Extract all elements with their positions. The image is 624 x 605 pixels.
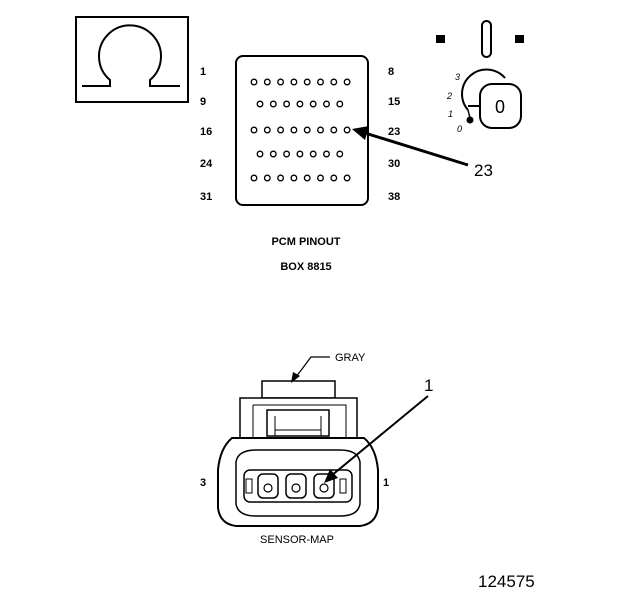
pcm-pin-37: [330, 174, 338, 182]
pcm-pin-grid: [250, 78, 351, 182]
pcm-pin-36: [317, 174, 324, 182]
pcm-pin-2: [263, 78, 271, 86]
pcm-pin-14: [323, 100, 330, 108]
pcm-pin-23: [343, 126, 351, 134]
pcm-pin-9: [256, 100, 264, 108]
pcm-pin-28: [309, 150, 317, 158]
pcm-pin-29: [323, 150, 330, 158]
pcm-pin-10: [269, 100, 277, 108]
pcm-pin-27: [296, 150, 304, 158]
sensor-pin-label-3: 3: [200, 477, 206, 489]
sensor-map-title: SENSOR-MAP: [260, 534, 334, 546]
ignition-switch-icon: [436, 20, 524, 129]
ignition-position-0: 0: [457, 124, 462, 134]
row-label-16: 16: [200, 126, 212, 138]
figure-number: 124575: [478, 572, 535, 591]
pcm-pin-26: [283, 150, 291, 158]
pcm-pin-31: [250, 174, 258, 182]
map-sensor-connector: [217, 380, 379, 527]
ignition-position-1: 1: [448, 109, 453, 119]
pcm-pin-15: [336, 100, 344, 108]
pcm-pin-11: [283, 100, 291, 108]
ignition-position-3: 3: [455, 72, 460, 82]
ignition-position-2: 2: [446, 91, 452, 101]
pcm-pin-35: [303, 174, 311, 182]
row-label-30: 30: [388, 158, 400, 170]
pcm-pin-20: [303, 126, 311, 134]
pcm-pin-13: [309, 100, 317, 108]
pcm-pin-8: [343, 78, 351, 86]
row-label-8: 8: [388, 66, 394, 78]
pin-1-callout-arrow: [324, 395, 429, 483]
ignition-key-label: 0: [495, 97, 505, 117]
pcm-pinout-subtitle: BOX 8815: [280, 261, 331, 273]
wire-color-label: GRAY: [335, 352, 366, 364]
pcm-pin-1: [250, 78, 258, 86]
row-label-23: 23: [388, 126, 400, 138]
pcm-pin-18: [277, 126, 285, 134]
pin-1-callout-label: 1: [424, 376, 433, 395]
row-label-9: 9: [200, 96, 206, 108]
row-label-15: 15: [388, 96, 400, 108]
sensor-pin-label-1: 1: [383, 477, 389, 489]
ohm-icon: [75, 16, 189, 103]
pcm-pin-17: [263, 126, 271, 134]
pcm-pinout-title: PCM PINOUT: [271, 236, 340, 248]
sensor-pin-3: [257, 473, 279, 499]
pin-23-callout-label: 23: [474, 161, 493, 180]
pcm-pin-32: [263, 174, 271, 182]
row-label-31: 31: [200, 191, 212, 203]
pcm-pin-34: [290, 174, 298, 182]
row-label-38: 38: [388, 191, 400, 203]
row-label-1: 1: [200, 66, 206, 78]
pcm-pin-25: [269, 150, 277, 158]
pcm-pin-7: [330, 78, 338, 86]
pcm-pin-12: [296, 100, 304, 108]
pcm-pin-33: [277, 174, 285, 182]
sensor-pin-2: [285, 473, 307, 499]
pcm-pin-6: [317, 78, 324, 86]
pin-23-callout-arrow: [352, 126, 469, 167]
pcm-pin-30: [336, 150, 344, 158]
pcm-pin-21: [317, 126, 324, 134]
pcm-pin-22: [330, 126, 338, 134]
row-label-24: 24: [200, 158, 213, 170]
pcm-pin-3: [277, 78, 285, 86]
gray-wire-callout: [291, 356, 330, 383]
pcm-pin-19: [290, 126, 298, 134]
pcm-pin-4: [290, 78, 298, 86]
pcm-pin-24: [256, 150, 264, 158]
pcm-connector: [235, 55, 369, 206]
pcm-pin-16: [250, 126, 258, 134]
pcm-pin-5: [303, 78, 311, 86]
pcm-pin-38: [343, 174, 351, 182]
